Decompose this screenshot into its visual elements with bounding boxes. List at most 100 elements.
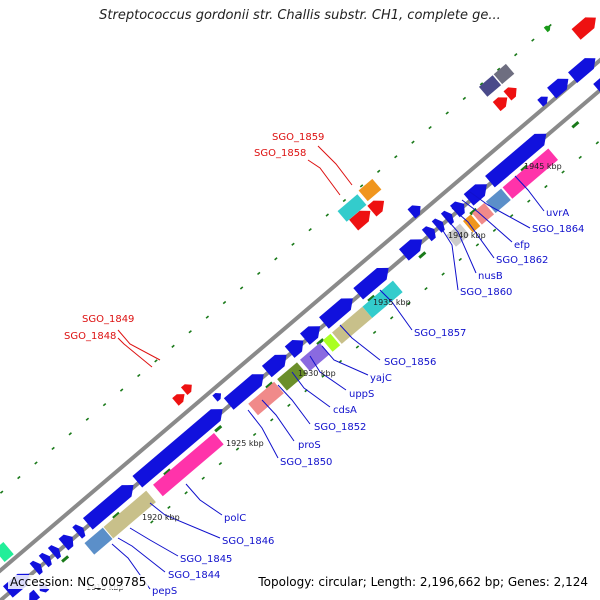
gene-arrow-icon <box>399 239 423 261</box>
gene-block <box>358 178 382 202</box>
label-leader-line <box>261 399 295 442</box>
rna-label: SGO_1858 <box>254 148 306 159</box>
tick-dot <box>561 170 565 174</box>
tick-dot <box>479 82 484 86</box>
tick-dot <box>376 169 381 173</box>
tick-dot <box>527 199 531 203</box>
gene-label: SGO_1852 <box>314 422 366 433</box>
tick-dot <box>424 286 428 291</box>
label-leader-line <box>185 483 223 516</box>
tick-dot <box>359 184 364 188</box>
tick-dot <box>252 432 257 437</box>
gene-arrow-icon <box>212 392 222 402</box>
major-tick <box>61 555 70 563</box>
gene-arrow-icon <box>537 96 548 107</box>
gene-block <box>462 214 481 233</box>
rna-gene <box>367 200 385 217</box>
kbp-label: 1925 kbp <box>226 439 264 448</box>
gene-label: polC <box>224 513 246 524</box>
tick-dot <box>411 140 415 144</box>
label-leader-line <box>461 199 513 243</box>
gene-block <box>248 381 284 416</box>
tick-dot <box>188 330 192 334</box>
gene-label: proS <box>298 440 321 451</box>
label-leader-line <box>321 345 369 376</box>
backbone-line <box>0 57 600 574</box>
tick-dot <box>308 228 312 232</box>
gene-label: uppS <box>349 389 374 400</box>
gene-label: SGO_1856 <box>384 357 436 368</box>
rna-gene <box>492 97 508 112</box>
label-leader-line <box>317 145 353 186</box>
rna-label: SGO_1859 <box>272 132 324 143</box>
label-leader-line <box>291 371 331 408</box>
gene-label: cdsA <box>333 405 357 416</box>
gene-arrow-icon <box>223 374 264 410</box>
gene-block <box>103 490 156 539</box>
label-leader-line <box>277 384 311 425</box>
tick-dot <box>543 25 551 33</box>
gene-block <box>153 432 224 497</box>
gene-arrow-icon <box>300 326 321 345</box>
tick-dot <box>239 286 244 290</box>
gene-label: nusB <box>478 271 503 282</box>
gene-arrow-icon <box>450 201 465 218</box>
tick-dot <box>154 359 158 363</box>
gene-arrow-icon <box>132 409 223 488</box>
gene-block <box>478 75 502 97</box>
gene-arrow-icon <box>407 205 421 219</box>
tick-dot <box>342 198 347 203</box>
tick-dot <box>287 403 291 407</box>
gene-arrow-icon <box>82 485 134 530</box>
tick-dot <box>85 417 90 421</box>
tick-dot <box>531 38 535 42</box>
tick-dot <box>462 96 467 101</box>
gene-label: uvrA <box>546 208 569 219</box>
gene-arrow-icon <box>284 340 304 358</box>
gene-arrow-icon <box>593 72 600 96</box>
tick-dot <box>544 184 548 189</box>
tick-dot <box>270 418 274 422</box>
gene-arrow-icon <box>568 58 596 84</box>
tick-dot <box>218 461 223 466</box>
tick-dot <box>496 67 501 71</box>
label-leader-line <box>129 527 179 557</box>
tick-dot <box>458 257 462 262</box>
gene-arrow-icon <box>547 78 569 99</box>
major-tick <box>112 511 121 520</box>
gene-block <box>277 362 307 391</box>
tick-dot <box>355 345 360 349</box>
tick-dot <box>492 228 497 232</box>
gene-block <box>446 223 470 247</box>
rna-gene <box>349 210 371 231</box>
tick-dot <box>51 446 55 451</box>
gene-arrow-icon <box>421 226 436 242</box>
tick-dot <box>34 461 38 465</box>
gene-block <box>0 542 14 562</box>
gene-label-layer: pepSSGO_1844SGO_1845SGO_1846polCSGO_1850… <box>64 132 584 597</box>
label-leader-line <box>247 409 279 459</box>
label-leader-line <box>149 502 221 539</box>
major-tick <box>214 424 223 433</box>
tick-dot <box>441 272 445 276</box>
kbp-label: 1940 kbp <box>448 231 486 240</box>
gene-block <box>493 63 515 85</box>
tick-dot <box>595 141 600 145</box>
gene-arrow-icon <box>29 589 41 600</box>
gene-block <box>337 194 367 222</box>
gene-block <box>84 527 113 555</box>
rna-gene <box>571 17 596 40</box>
gene-arrow-icon <box>440 210 454 226</box>
tick-dot <box>514 53 518 57</box>
tick-dot <box>256 271 261 276</box>
tick-dot <box>201 476 205 480</box>
gene-block <box>322 333 341 352</box>
label-leader-line <box>117 337 153 368</box>
gene-block <box>502 148 559 199</box>
gene-label: SGO_1844 <box>168 570 220 581</box>
gene-label: efp <box>514 240 530 251</box>
tick-dot <box>184 491 188 495</box>
